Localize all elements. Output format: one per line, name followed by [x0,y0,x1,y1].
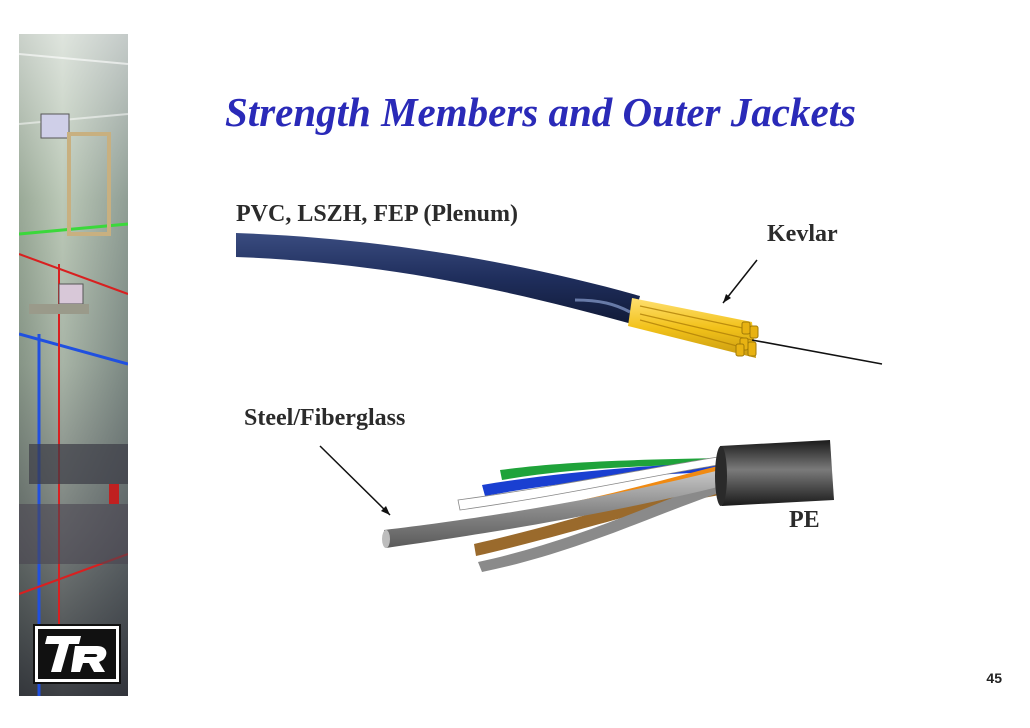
pe-label: PE [789,507,820,533]
pe-jacket [720,440,834,506]
sidebar-illustration [19,53,128,696]
kevlar-arrow [722,259,758,304]
page-number: 45 [986,670,1002,686]
steel-strength-member [384,470,722,548]
steel-fiberglass-label: Steel/Fiberglass [244,405,406,431]
sidebar-image [19,34,128,696]
wire-gray [478,478,728,572]
pe-cable [382,440,834,572]
optical-fiber [751,339,883,365]
tr-logo-icon [33,624,121,684]
wire-green [500,458,720,480]
steel-arrow [319,445,391,516]
jacket-materials-label: PVC, LSZH, FEP (Plenum) [236,201,519,227]
kevlar-label: Kevlar [767,221,838,247]
jacketed-cable [236,233,883,365]
slide-title: Strength Members and Outer Jackets [225,89,856,135]
